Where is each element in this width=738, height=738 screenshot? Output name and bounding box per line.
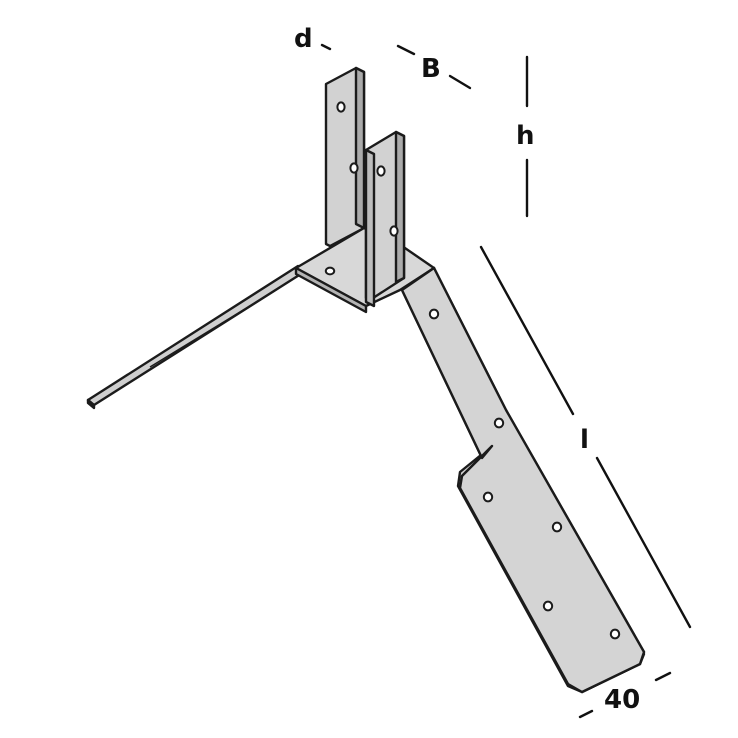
- strap-hole-4: [551, 521, 563, 533]
- front-upright-hole-bottom: [389, 225, 399, 237]
- strap-hole-1: [428, 308, 440, 320]
- front-upright-side: [364, 148, 376, 308]
- dimension-B-label: B: [421, 54, 441, 84]
- strap-hole-3: [482, 491, 494, 503]
- dimension-h: h: [516, 55, 535, 218]
- strap-hole-2: [493, 417, 505, 429]
- strap-fill-body: [400, 266, 646, 694]
- strap: [400, 266, 646, 694]
- dimension-B: B: [396, 44, 472, 90]
- dimension-B-line-left: [396, 44, 416, 56]
- left-flange-bend-line: [149, 289, 277, 368]
- back-upright-hole-bottom: [349, 162, 359, 174]
- base-plate-front-edge: [294, 266, 368, 314]
- left-flange: [86, 264, 306, 410]
- front-upright: [364, 130, 406, 308]
- dimension-d-line: [320, 43, 332, 51]
- dimension-l-line-bottom: [595, 456, 692, 629]
- dimension-width-label: 40: [604, 685, 640, 715]
- front-upright-edge: [394, 130, 406, 284]
- front-upright-hole-top: [376, 165, 386, 177]
- dimension-l-label: l: [580, 425, 589, 455]
- strap-hole-6: [609, 628, 621, 640]
- dimension-width-line-left: [578, 709, 594, 719]
- dimension-h-label: h: [516, 121, 535, 151]
- dimension-l: l: [479, 245, 692, 629]
- left-flange-edge: [86, 398, 96, 410]
- dimension-width-line-right: [654, 671, 672, 682]
- dimension-d-label: d: [294, 24, 313, 54]
- back-upright: [324, 66, 366, 248]
- base-plate-hole: [324, 266, 336, 276]
- back-upright-hole-top: [336, 101, 346, 113]
- dimension-B-line-right: [448, 74, 472, 90]
- strap-hole-5: [542, 600, 554, 612]
- left-flange-top-face: [86, 264, 306, 407]
- dimension-l-line-top: [479, 245, 575, 416]
- dimension-d: d: [294, 24, 332, 54]
- dimension-width: 40: [578, 671, 672, 719]
- back-upright-edge: [354, 66, 366, 230]
